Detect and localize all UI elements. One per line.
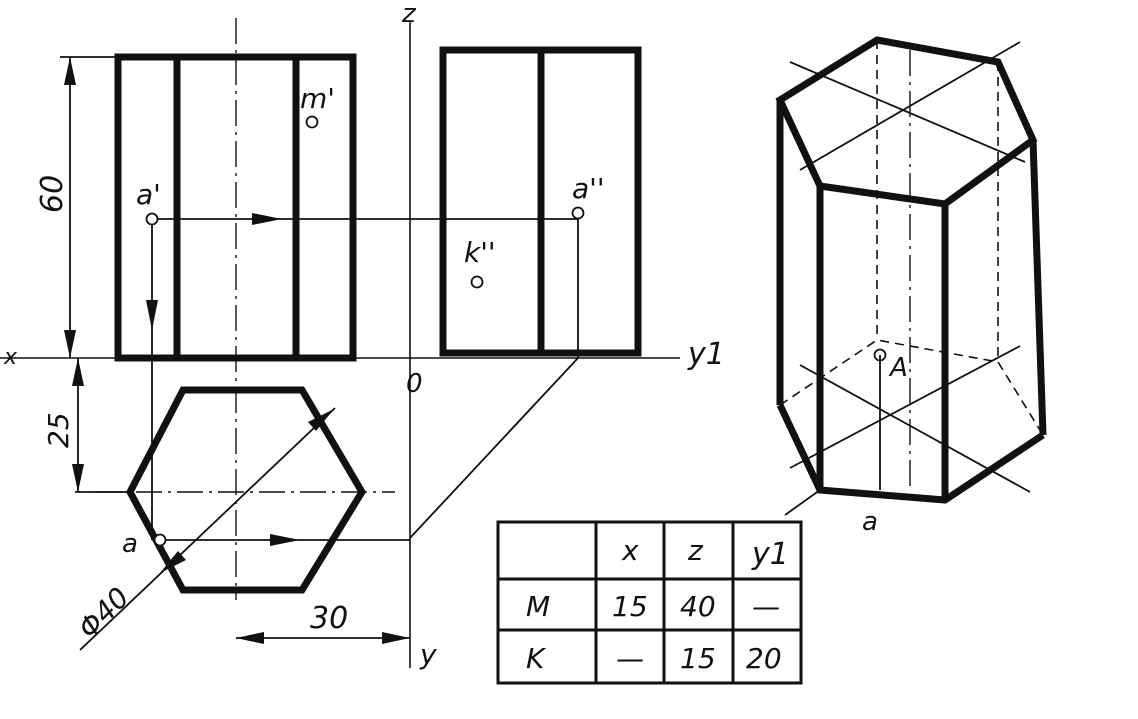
dimension-diameter-label: Φ40 xyxy=(72,581,136,645)
z-axis-label: z xyxy=(401,0,417,29)
constant-line xyxy=(409,357,579,539)
side-view xyxy=(439,46,642,357)
dimension-60-label: 60 xyxy=(35,175,70,213)
dimension-25-label: 25 xyxy=(42,412,75,448)
table-row-m-y1: — xyxy=(752,590,780,623)
table-header-y1: y1 xyxy=(751,537,789,572)
x-axis-label: x xyxy=(3,345,18,370)
table-row-k-z: 15 xyxy=(680,642,716,675)
table-row-k-x: — xyxy=(616,642,644,675)
point-m-front-label: m' xyxy=(300,82,335,115)
point-k-side xyxy=(470,275,484,289)
point-a-top xyxy=(153,533,167,547)
point-a-iso-label: a xyxy=(862,507,878,537)
table-row-k-label: K xyxy=(526,642,547,675)
table-header-x: x xyxy=(621,534,639,567)
table-header-z: z xyxy=(687,534,704,567)
projection-lines xyxy=(146,213,579,546)
prism-top-face xyxy=(775,36,1038,208)
dimension-offset xyxy=(72,358,130,493)
prism-bottom-visible xyxy=(776,403,1045,504)
point-a-front xyxy=(145,212,159,226)
point-a-front-label: a' xyxy=(136,178,161,211)
point-A-iso-label: A xyxy=(888,353,908,383)
point-m-front xyxy=(305,115,319,129)
table-row-m-x: 15 xyxy=(612,590,648,623)
point-a-top-label: a xyxy=(122,529,138,559)
point-a-side xyxy=(571,206,585,220)
table-row-m-z: 40 xyxy=(680,590,716,623)
coordinate-table: x z y1 M 15 40 — K — 15 20 xyxy=(496,520,803,685)
dimension-diameter xyxy=(79,407,336,651)
y1-axis-label: y1 xyxy=(687,337,725,372)
point-k-side-label: k'' xyxy=(464,236,496,269)
top-view xyxy=(95,386,395,594)
points xyxy=(145,115,887,547)
table-row-k-y1: 20 xyxy=(746,642,782,675)
front-view xyxy=(114,18,357,600)
point-a-side-label: a'' xyxy=(572,172,605,205)
hexagon-top-view xyxy=(126,386,367,594)
dimension-30-label: 30 xyxy=(310,601,348,636)
dimension-height xyxy=(60,56,118,358)
diameter-line xyxy=(79,407,336,651)
table-row-m-label: M xyxy=(526,590,550,623)
dimension-distance xyxy=(236,632,410,644)
y-axis-label: y xyxy=(419,638,437,671)
origin-label: 0 xyxy=(406,369,423,399)
isometric-prism xyxy=(775,36,1047,516)
